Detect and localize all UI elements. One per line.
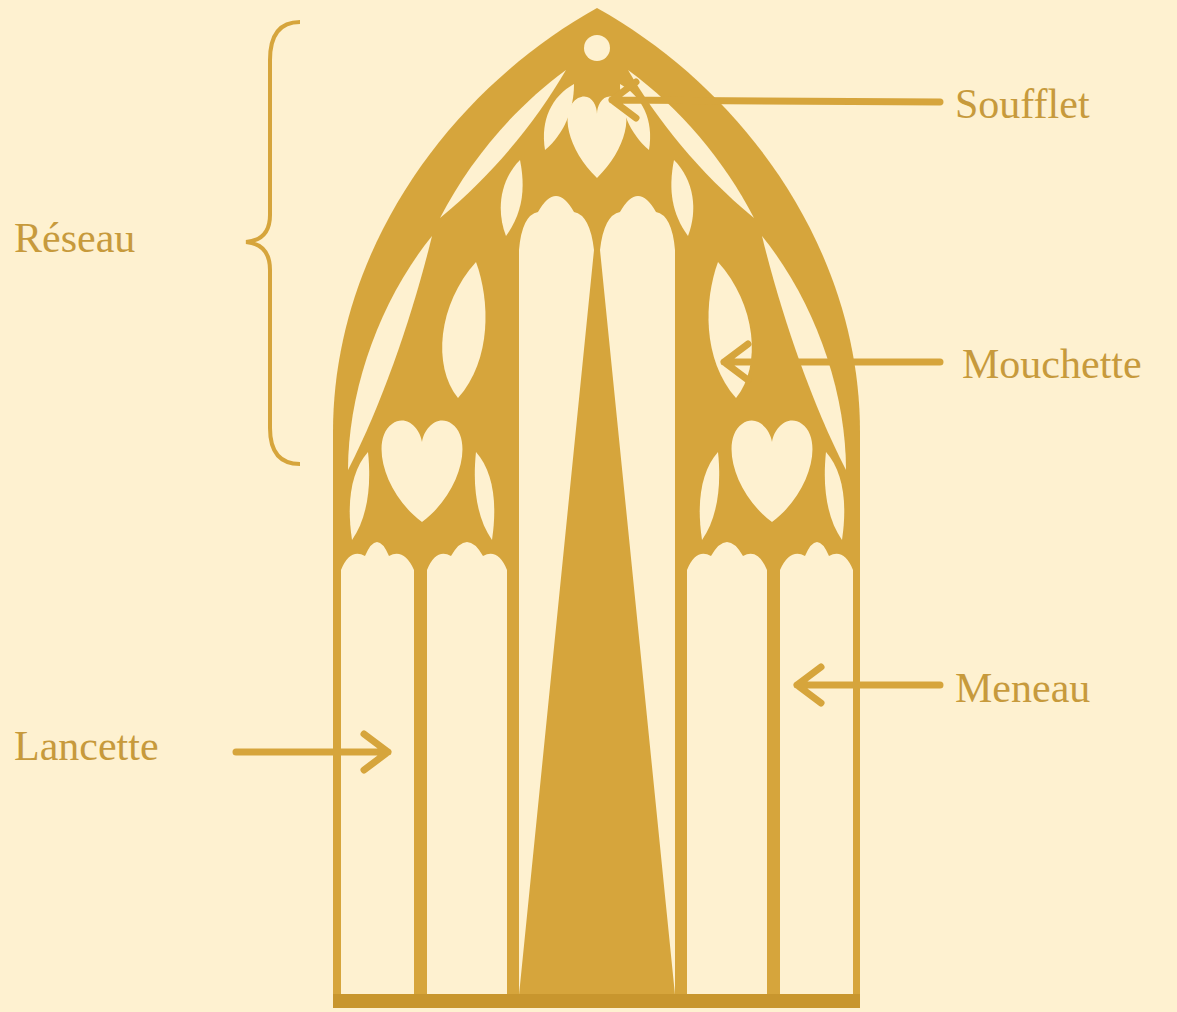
part-label: Soufflet — [955, 76, 1090, 132]
leader-arrow — [612, 82, 940, 118]
part-label: Lancette — [14, 718, 159, 774]
window-frame — [333, 8, 860, 1008]
window-sill — [333, 994, 860, 1008]
leader-arrow — [724, 344, 940, 380]
part-label: Meneau — [955, 660, 1090, 716]
brace — [246, 22, 300, 464]
leader-arrow — [236, 734, 388, 770]
leader-arrow — [797, 667, 940, 703]
part-label: Réseau — [14, 210, 135, 266]
part-label: Mouchette — [962, 336, 1142, 392]
tracery-openings — [341, 35, 853, 995]
